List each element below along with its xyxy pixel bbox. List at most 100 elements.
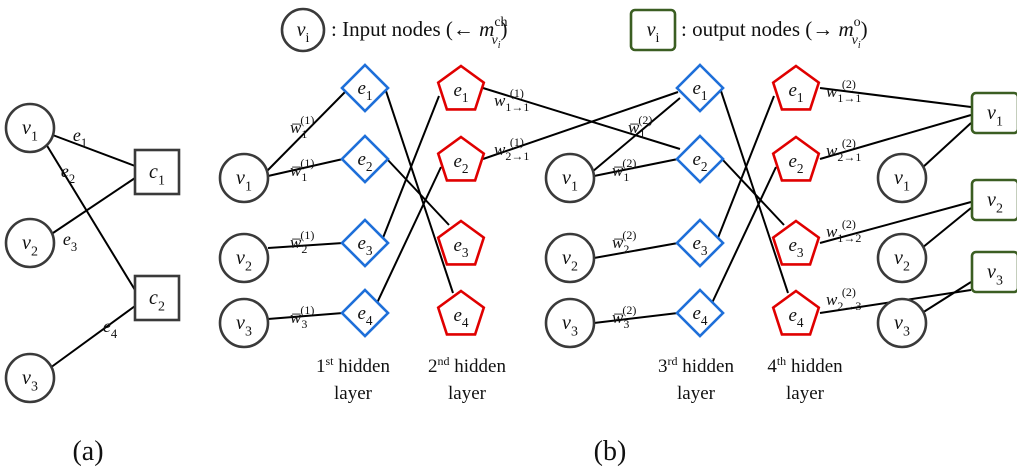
- layer-label-2: 2nd hidden: [428, 354, 506, 377]
- hidden2-node-2: [436, 135, 486, 182]
- hidden3-node-3: [675, 218, 725, 268]
- hidden2-label-3: e3: [453, 235, 468, 260]
- hidden2-node-3: [436, 219, 486, 266]
- hidden1-node-2: [340, 134, 390, 184]
- hidden3-label-1: e1: [692, 78, 707, 103]
- b-input-label-left-2: v2: [236, 247, 252, 274]
- hidden1-label-4: e4: [357, 303, 372, 328]
- hidden1-label-1: e1: [357, 78, 372, 103]
- weight-l1-3: w̅2(1): [290, 228, 314, 256]
- b-input-node-right-1: [544, 152, 596, 204]
- hidden4-node-1: [771, 64, 821, 111]
- edge-vin3-h1-e4: [267, 312, 344, 320]
- b-input-node-out-3: [876, 297, 928, 349]
- weight-l3-1: w̅1(2): [628, 113, 652, 141]
- layer-label-line2-3: layer: [677, 383, 716, 404]
- panel-b-label: (b): [594, 436, 627, 467]
- b-input-label-right-1: v1: [562, 167, 578, 194]
- weight-l2-1: w1→1(1): [494, 86, 529, 114]
- hidden2-node-4: [436, 289, 486, 336]
- a-edge-label-3: e3: [63, 229, 77, 254]
- weight-l1-2: w̅1(1): [290, 156, 314, 184]
- edge-vin-out1: [921, 122, 972, 169]
- hidden4-node-2: [771, 135, 821, 182]
- hidden4-label-2: e2: [788, 151, 803, 176]
- edge-v1-c2: [45, 143, 136, 291]
- hidden3-label-3: e3: [692, 233, 707, 258]
- output-node-3: [970, 250, 1017, 294]
- legend-output-symbol: [629, 8, 677, 52]
- edge-vin-out3: [921, 281, 972, 314]
- hidden2-label-4: e4: [453, 305, 468, 330]
- legend-input-symbol-label: vi: [297, 19, 310, 46]
- hidden4-label-1: e1: [788, 80, 803, 105]
- hidden2-node-1: [436, 64, 486, 111]
- edge-h1e2-h2e3: [386, 158, 450, 226]
- b-input-label-right-2: v2: [562, 247, 578, 274]
- a-variable-label-2: v2: [22, 232, 38, 259]
- layer-label-4: 4th hidden: [767, 354, 843, 377]
- b-input-node-out-2: [876, 232, 928, 284]
- edge-v1-c1: [49, 133, 136, 167]
- weight-l2-2: w2→1(1): [494, 135, 529, 163]
- layer-label-1: 1st hidden: [316, 354, 390, 377]
- a-edge-label-4: e4: [103, 316, 118, 341]
- hidden3-node-2: [675, 134, 725, 184]
- hidden1-node-1: [340, 63, 390, 113]
- edge-h1e3-h2e1: [376, 95, 440, 254]
- hidden1-node-3: [340, 218, 390, 268]
- a-edge-label-2: e2: [61, 161, 75, 186]
- edge-h2e2-h3e1: [482, 91, 679, 160]
- legend-input-symbol: [280, 7, 326, 53]
- hidden3-label-2: e2: [692, 149, 707, 174]
- a-variable-label-1: v1: [22, 117, 38, 144]
- edges-layer: [45, 87, 972, 369]
- hidden4-label-4: e4: [788, 305, 803, 330]
- b-input-label-out-1: v1: [894, 167, 910, 194]
- edge-vin2r-h3-e3: [593, 242, 679, 259]
- b-input-node-left-3: [218, 297, 270, 349]
- hidden1-label-3: e3: [357, 233, 372, 258]
- edge-vin2-h1-e3: [267, 242, 344, 249]
- b-input-label-right-3: v3: [562, 312, 578, 339]
- edge-h3e1-h4e4: [719, 87, 789, 294]
- edge-h3e2-h4e3: [721, 158, 785, 226]
- edge-h3e4-h4e2: [711, 166, 777, 304]
- edge-vin1-h1-e2: [267, 158, 344, 177]
- b-input-node-right-3: [544, 297, 596, 349]
- edge-vin1r-h3-e1: [591, 97, 681, 173]
- edge-vin1-h1-e1: [265, 91, 346, 173]
- edge-vin3r-h3-e4: [593, 312, 679, 324]
- edge-h4e3-out2: [819, 201, 972, 244]
- layer-label-3: 3rd hidden: [658, 354, 734, 377]
- a-edge-label-1: e1: [73, 125, 87, 150]
- edge-v3-c2: [49, 305, 136, 369]
- b-input-label-left-3: v3: [236, 312, 252, 339]
- weight-l3-2: w̅1(2): [612, 156, 636, 184]
- edge-h4e1-out1: [819, 87, 972, 108]
- weight-l4-2: w2→1(2): [826, 136, 861, 164]
- hidden4-node-3: [771, 219, 821, 266]
- output-label-1: v1: [987, 102, 1003, 129]
- hidden1-label-2: e2: [357, 149, 372, 174]
- hidden2-label-2: e2: [453, 151, 468, 176]
- hidden1-node-4: [340, 288, 390, 338]
- edge-h1e1-h2e4: [384, 87, 454, 294]
- a-variable-node-3: [4, 352, 56, 404]
- edge-vin1r-h3-e2: [593, 158, 679, 177]
- hidden4-node-4: [771, 289, 821, 336]
- labels-layer: v1v2v3c1c2e1e2e3e4(a)v1v2v3v1v2v3v1v2v3e…: [22, 15, 1003, 467]
- hidden3-label-4: e4: [692, 303, 707, 328]
- a-variable-node-1: [4, 102, 56, 154]
- b-input-node-out-1: [876, 152, 928, 204]
- edge-v2-c1: [49, 177, 136, 236]
- weight-l3-4: w̅3(2): [612, 303, 636, 331]
- edge-h3e3-h4e1: [711, 95, 775, 254]
- a-check-label-2: c2: [149, 287, 165, 314]
- b-input-label-left-1: v1: [236, 167, 252, 194]
- weight-l3-3: w̅2(2): [612, 228, 636, 256]
- a-check-node-2: [133, 274, 181, 322]
